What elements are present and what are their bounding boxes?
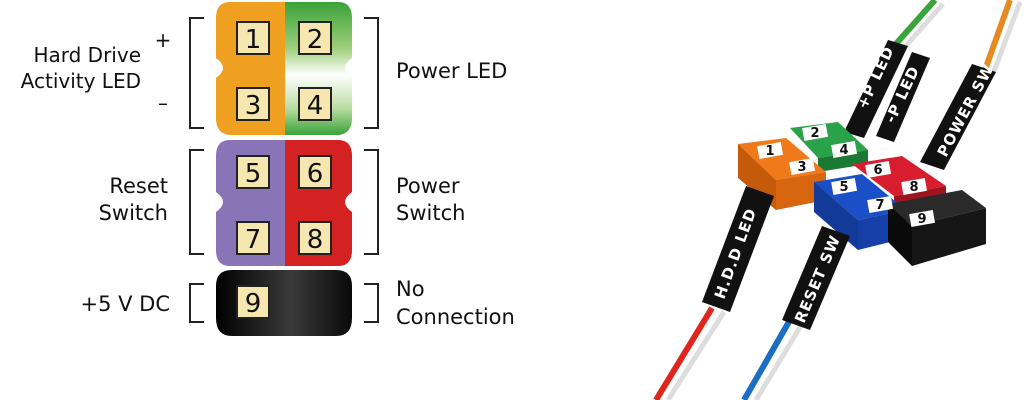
hdd-led-label-line2: Activity LED [21,69,141,93]
power-switch-label-line2: Switch [396,201,465,225]
minus-sign: – [158,91,168,115]
pin-number: 2 [307,25,324,55]
group-brackets [189,17,379,323]
hdd-led-sleeve: H.D.D LED [702,186,774,312]
bottom-wires [653,306,805,400]
pinout-diagram: 1 2 3 4 5 6 7 8 9 Hard Drive Activity LE… [21,2,515,336]
bracket-five-volt [189,283,204,323]
pin-number: 8 [307,225,324,255]
bracket-power-switch [364,149,379,255]
pin-9 [236,285,270,319]
bracket-no-connection [364,283,379,323]
green-wire-white [901,2,945,51]
blue-wire [741,318,793,400]
reset-sw-sleeve: RESET SW [782,226,850,330]
pin-number: 7 [245,225,262,255]
header-number: 1 [765,144,774,159]
pin-4 [298,87,332,121]
red-wire [653,306,715,400]
no-connection-label-line2: Connection [396,305,515,329]
header-number: 2 [810,126,819,141]
pin-squares [236,21,332,319]
pin-7 [236,221,270,255]
power-led-label: Power LED [396,59,507,83]
pin-6 [298,155,332,189]
orange-wire [982,0,1013,72]
header-number: 4 [839,143,848,158]
header-number: 6 [873,163,882,178]
pin-number: 5 [245,159,262,189]
pin-number: 3 [245,91,262,121]
green-wire [892,0,938,47]
orange-wire-white [990,1,1023,75]
top-wires [892,0,1023,75]
blue-wire-white [753,322,805,400]
bracket-reset-switch [189,149,204,255]
header-number: 7 [875,198,884,213]
pin-numbers: 1 2 3 4 5 6 7 8 9 [245,25,324,319]
header-number-tabs: 1 2 3 4 5 6 7 8 9 [757,124,936,227]
five-volt-label: +5 V DC [80,292,170,316]
plus-sign: + [155,28,172,52]
pin-number: 4 [307,91,324,121]
bracket-power-led [364,17,379,129]
header-number: 5 [839,180,848,195]
pin-labels: Hard Drive Activity LED + – Power LED Re… [21,28,515,329]
power-sw-label: POWER SW [934,61,998,160]
power-sw-sleeve: POWER SW [920,61,998,170]
connector-illustration: +P LED -P LED POWER SW [653,0,1023,400]
header-number: 3 [797,160,806,175]
pin-number: 6 [307,159,324,189]
pin-5 [236,155,270,189]
header-number: 8 [909,180,918,195]
reset-switch-label-line2: Switch [99,201,168,225]
header-number: 9 [917,212,926,227]
pin-number: 9 [245,289,262,319]
pin-3 [236,87,270,121]
pin-2 [298,21,332,55]
red-wire-white [665,310,727,400]
pin-8 [298,221,332,255]
reset-switch-label-line1: Reset [109,174,168,198]
power-switch-label-line1: Power [396,174,460,198]
no-connection-label-line1: No [396,277,425,301]
pin-1 [236,21,270,55]
bracket-hdd-led [189,17,204,129]
pin-number: 1 [245,25,262,55]
hdd-led-label-line1: Hard Drive [33,43,141,67]
